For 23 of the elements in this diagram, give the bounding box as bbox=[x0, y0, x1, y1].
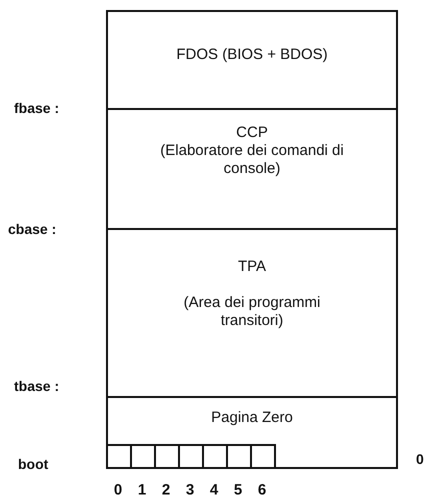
byte-offset-number: 2 bbox=[162, 482, 170, 497]
byte-offset-number: 4 bbox=[210, 482, 218, 497]
address-label: fbase : bbox=[14, 100, 60, 116]
memory-region bbox=[106, 228, 398, 398]
address-label: boot bbox=[18, 456, 48, 472]
address-label: tbase : bbox=[14, 378, 60, 394]
region-title: Pagina Zero bbox=[211, 409, 293, 427]
region-title: TPA bbox=[238, 258, 266, 276]
byte-offset-number: 0 bbox=[114, 482, 122, 497]
region-description: (Area dei programmi transitori) bbox=[182, 294, 322, 330]
region-title: FDOS (BIOS + BDOS) bbox=[176, 46, 328, 64]
region-description: (Elaboratore dei comandi di console) bbox=[159, 142, 345, 178]
byte-offset-number: 6 bbox=[258, 482, 266, 497]
region-title: CCP bbox=[236, 124, 268, 142]
byte-offset-number: 3 bbox=[186, 482, 194, 497]
memory-cell bbox=[250, 444, 276, 469]
address-label: cbase : bbox=[8, 221, 56, 237]
memory-region bbox=[106, 108, 398, 230]
byte-offset-number: 1 bbox=[138, 482, 146, 497]
address-number: 0 bbox=[416, 451, 424, 467]
byte-offset-number: 5 bbox=[234, 482, 242, 497]
memory-region bbox=[106, 396, 398, 469]
memory-region bbox=[106, 10, 398, 110]
